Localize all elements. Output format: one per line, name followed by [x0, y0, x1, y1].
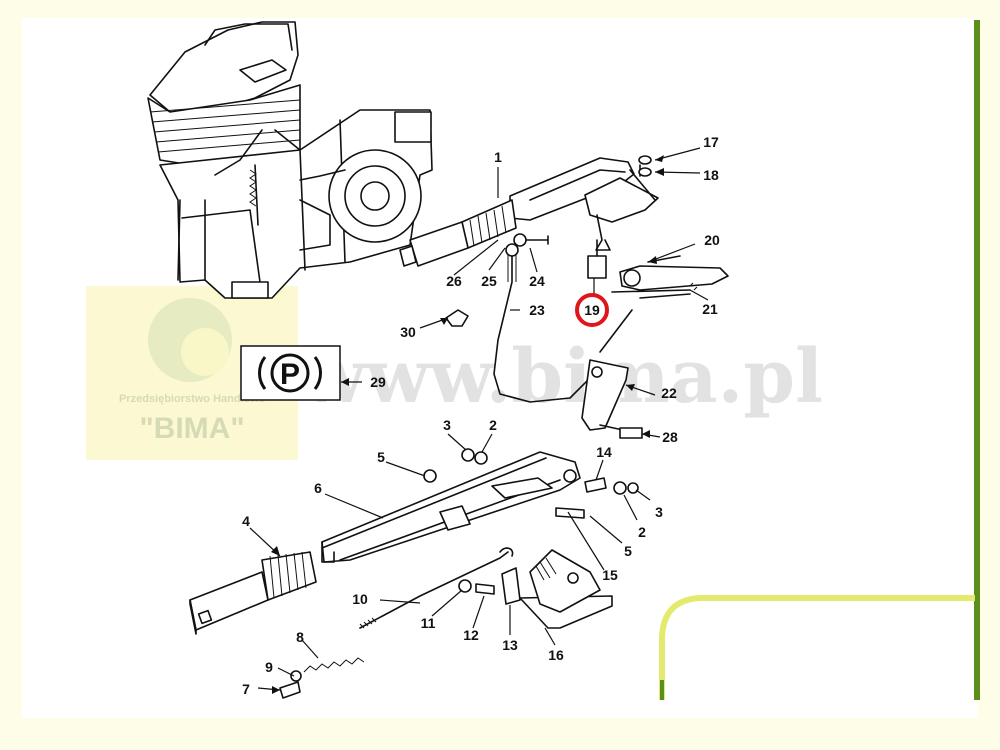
tractor-housing-illustration — [147, 21, 433, 299]
washer-2-top — [474, 451, 488, 465]
washer-17 — [638, 155, 652, 165]
callout-12: 12 — [463, 627, 479, 643]
callout-29: 29 — [370, 374, 386, 390]
handle-grip-4 — [189, 551, 317, 635]
callout-16: 16 — [548, 647, 564, 663]
watermark-url: www.bima.pl — [301, 334, 823, 420]
callout-15: 15 — [602, 567, 618, 583]
callout-2-right: 2 — [638, 524, 646, 540]
spring-pin-7-8-9 — [279, 657, 365, 699]
callout-9: 9 — [265, 659, 273, 675]
leader-lines — [249, 147, 709, 694]
corner-decoration — [659, 595, 975, 700]
watermark-company-name: "BIMA" — [139, 412, 244, 445]
callout-5-right: 5 — [624, 543, 632, 559]
cable-23 — [493, 243, 601, 403]
watermark-logo: Przedsiębiorstwo Handlowe "BIMA" — [86, 286, 298, 460]
pin-12 — [475, 583, 495, 595]
callout-8: 8 — [296, 629, 304, 645]
callout-23: 23 — [529, 302, 545, 318]
linkage-20-21 — [599, 255, 729, 353]
callout-19: 19 — [584, 302, 600, 318]
callout-2: 2 — [489, 417, 497, 433]
bushing-14 — [584, 477, 607, 493]
bracket-22 — [581, 359, 643, 439]
callout-labels: 1 2 3 4 5 6 7 8 9 10 11 12 13 14 15 16 1… — [242, 134, 720, 697]
callout-21: 21 — [702, 301, 718, 317]
watermark-company-line: Przedsiębiorstwo Handlowe — [119, 393, 265, 405]
washer-18 — [638, 167, 652, 177]
callout-7: 7 — [242, 681, 250, 697]
callout-30: 30 — [400, 324, 416, 340]
callout-25: 25 — [481, 273, 497, 289]
callout-17: 17 — [703, 134, 719, 150]
callout-20: 20 — [704, 232, 720, 248]
upper-lever-assembly — [399, 157, 659, 279]
bolt-5-left — [423, 469, 437, 483]
bolt-5-right — [555, 507, 585, 519]
callout-4: 4 — [242, 513, 250, 529]
nut-11 — [458, 579, 472, 593]
callout-1: 1 — [494, 149, 502, 165]
lower-lever-6 — [321, 451, 581, 563]
callout-22: 22 — [661, 385, 677, 401]
rod-10 — [359, 547, 514, 629]
ratchet-bracket-16 — [519, 549, 613, 629]
callout-26: 26 — [446, 273, 462, 289]
callout-14: 14 — [596, 444, 612, 460]
callout-11: 11 — [421, 615, 436, 631]
callout-3: 3 — [443, 417, 451, 433]
accent-bar — [974, 20, 980, 700]
callout-3-right: 3 — [655, 504, 663, 520]
parking-symbol-letter: P — [280, 358, 300, 391]
nut-3-top — [461, 448, 475, 462]
nut-3-right — [627, 482, 639, 494]
callout-28: 28 — [662, 429, 678, 445]
callout-18: 18 — [703, 167, 719, 183]
callout-13: 13 — [502, 637, 518, 653]
callout-5: 5 — [377, 449, 385, 465]
callout-24: 24 — [529, 273, 545, 289]
washer-2-right — [613, 481, 627, 495]
callout-10: 10 — [352, 591, 368, 607]
plate-13 — [501, 567, 521, 605]
parking-brake-symbol: P — [240, 345, 341, 401]
clip-30 — [445, 309, 469, 327]
callout-6: 6 — [314, 480, 322, 496]
highlighted-part-19[interactable]: 19 — [575, 293, 609, 327]
